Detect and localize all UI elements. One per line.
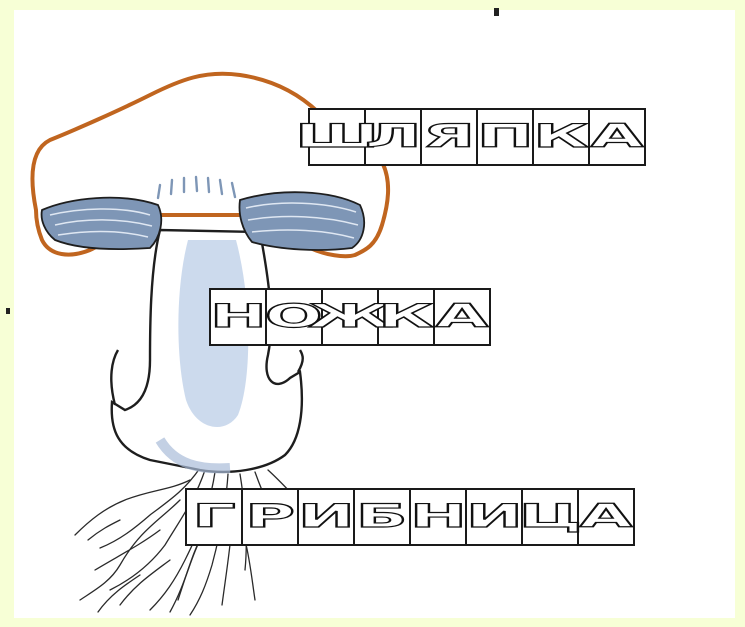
ink-dot	[6, 308, 10, 314]
letter: А	[436, 301, 489, 333]
letter: П	[476, 121, 533, 153]
letter-cell: А	[577, 488, 635, 546]
letter-cell: А	[588, 108, 646, 166]
letter: Б	[356, 501, 408, 533]
letter-cell: Я	[420, 108, 478, 166]
letter: И	[297, 501, 354, 533]
letter: Р	[245, 501, 295, 533]
letter-cell: К	[377, 288, 435, 346]
letter: К	[533, 121, 589, 153]
letter-cell: Л	[364, 108, 422, 166]
ink-dot	[494, 8, 499, 16]
letter-cell: Г	[185, 488, 243, 546]
gills-left	[42, 198, 162, 249]
letter: Л	[365, 121, 422, 153]
letter-cell: Р	[241, 488, 299, 546]
letter: А	[580, 501, 633, 533]
letter-cell: И	[465, 488, 523, 546]
letter-cell: Ц	[521, 488, 579, 546]
letter-cell: К	[532, 108, 590, 166]
letter-cell: Ш	[308, 108, 366, 166]
letter: Г	[192, 501, 235, 533]
letter-cell: Н	[209, 288, 267, 346]
letter: Н	[409, 501, 466, 533]
mushroom-stem	[111, 230, 302, 472]
letter: Ц	[518, 501, 581, 533]
letter: И	[465, 501, 522, 533]
letter: А	[591, 121, 644, 153]
letter: К	[378, 301, 434, 333]
letter-cell: Б	[353, 488, 411, 546]
letter: Н	[209, 301, 266, 333]
letter-cell: П	[476, 108, 534, 166]
letter: Я	[423, 121, 476, 153]
letter-cell: И	[297, 488, 355, 546]
gills-right	[240, 192, 365, 250]
letter-cell: Н	[409, 488, 467, 546]
letter-cell: Ж	[321, 288, 379, 346]
letter-cell: А	[433, 288, 491, 346]
